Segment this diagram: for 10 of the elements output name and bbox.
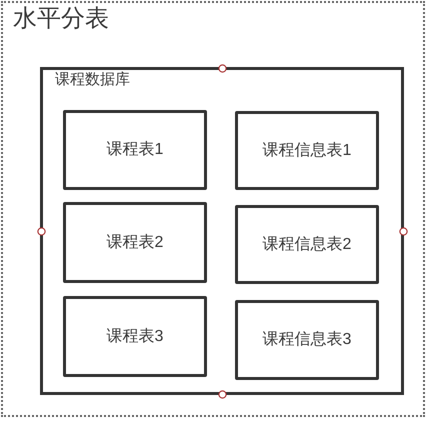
table-box: 课程信息表1 (235, 111, 379, 190)
table-box: 课程信息表3 (235, 300, 379, 380)
database-box (40, 67, 404, 395)
frame-title: 水平分表 (13, 5, 109, 34)
table-box: 课程表3 (63, 296, 207, 377)
table-box: 课程信息表2 (235, 205, 379, 284)
box-title: 课程数据库 (55, 71, 130, 89)
table-box: 课程表1 (63, 110, 207, 190)
dotted-frame (1, 1, 425, 417)
table-box: 课程表2 (63, 202, 207, 283)
